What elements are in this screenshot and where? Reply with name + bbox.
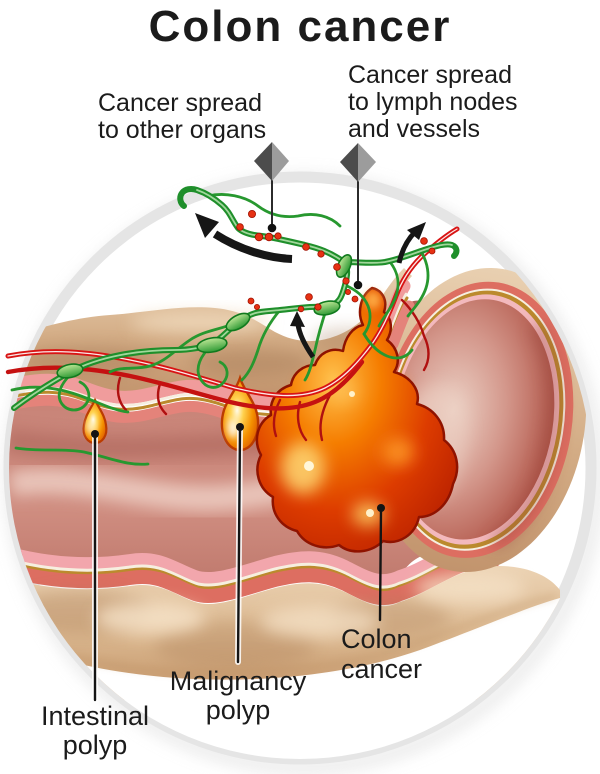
spread-arrow-middle-icon	[290, 311, 316, 359]
label-colon-cancer: Colon cancer	[341, 624, 423, 684]
label-pointer-lines	[91, 423, 385, 703]
label-cancer-spread-lymph-nodes: Cancer spread to lymph nodes and vessels	[348, 61, 518, 143]
spread-arrow-right-icon	[396, 222, 426, 264]
label-intestinal-polyp: Intestinal polyp	[40, 701, 150, 760]
callout-spread-lymph-pointer	[340, 143, 376, 290]
label-malignancy-polyp: Malignancy polyp	[169, 666, 307, 725]
callout-spread-organs-pointer	[254, 142, 289, 233]
page-title: Colon cancer	[148, 2, 452, 51]
intestinal-polyp-shape	[82, 397, 108, 445]
cancer-cell-dots	[236, 209, 436, 313]
lymph-vessels	[10, 186, 460, 466]
spread-arrow-left-icon	[195, 213, 293, 263]
label-cancer-spread-other-organs: Cancer spread to other organs	[98, 89, 267, 144]
lymph-nodes	[56, 254, 353, 379]
